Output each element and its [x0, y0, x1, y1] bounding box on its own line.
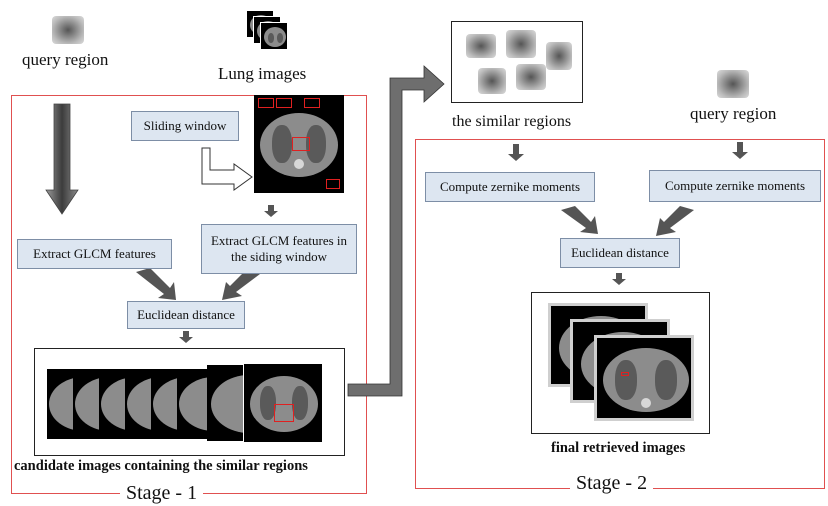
similar-region-patch [506, 30, 536, 58]
zernike-moments-box-left: Compute zernike moments [425, 172, 595, 202]
retrieved-image-front [594, 335, 694, 421]
similar-regions-frame [451, 21, 583, 103]
query-region-thumbnail-left [52, 16, 84, 44]
ct-scan-sliding-window [254, 95, 344, 193]
query-region-thumbnail-right [717, 70, 749, 98]
sliding-window-marker [326, 179, 340, 189]
sliding-window-box: Sliding window [131, 111, 239, 141]
final-retrieved-frame [531, 292, 710, 434]
candidate-images-frame [34, 348, 345, 456]
lung-images-label: Lung images [218, 64, 307, 83]
euclidean-distance-box-stage2: Euclidean distance [560, 238, 680, 268]
euclidean-distance-box-stage1: Euclidean distance [127, 301, 245, 329]
query-region-label-right: query region [690, 104, 777, 123]
similar-region-patch [478, 68, 506, 94]
retrieved-region-marker [621, 372, 629, 376]
final-retrieved-label: final retrieved images [551, 440, 686, 456]
extract-glcm-box: Extract GLCM features [17, 239, 172, 269]
query-region-label-left: query region [22, 50, 109, 69]
lung-stack-image [260, 22, 288, 50]
sliding-window-marker [258, 98, 274, 108]
candidate-images-label: candidate images containing the similar … [14, 458, 308, 474]
similar-region-marker [274, 404, 294, 422]
sliding-window-marker [276, 98, 292, 108]
sliding-window-marker [304, 98, 320, 108]
stage-1-title: Stage - 1 [120, 482, 204, 505]
zernike-moments-box-right: Compute zernike moments [649, 170, 821, 202]
similar-region-patch [516, 64, 546, 90]
similar-region-patch [546, 42, 572, 70]
extract-glcm-window-box: Extract GLCM features in the siding wind… [201, 224, 357, 274]
similar-regions-label: the similar regions [452, 113, 572, 130]
candidate-image-highlighted [243, 363, 323, 443]
stage-2-title: Stage - 2 [570, 472, 654, 495]
similar-region-patch [466, 34, 496, 58]
lung-images-stack [246, 10, 290, 52]
sliding-window-marker [292, 137, 310, 151]
